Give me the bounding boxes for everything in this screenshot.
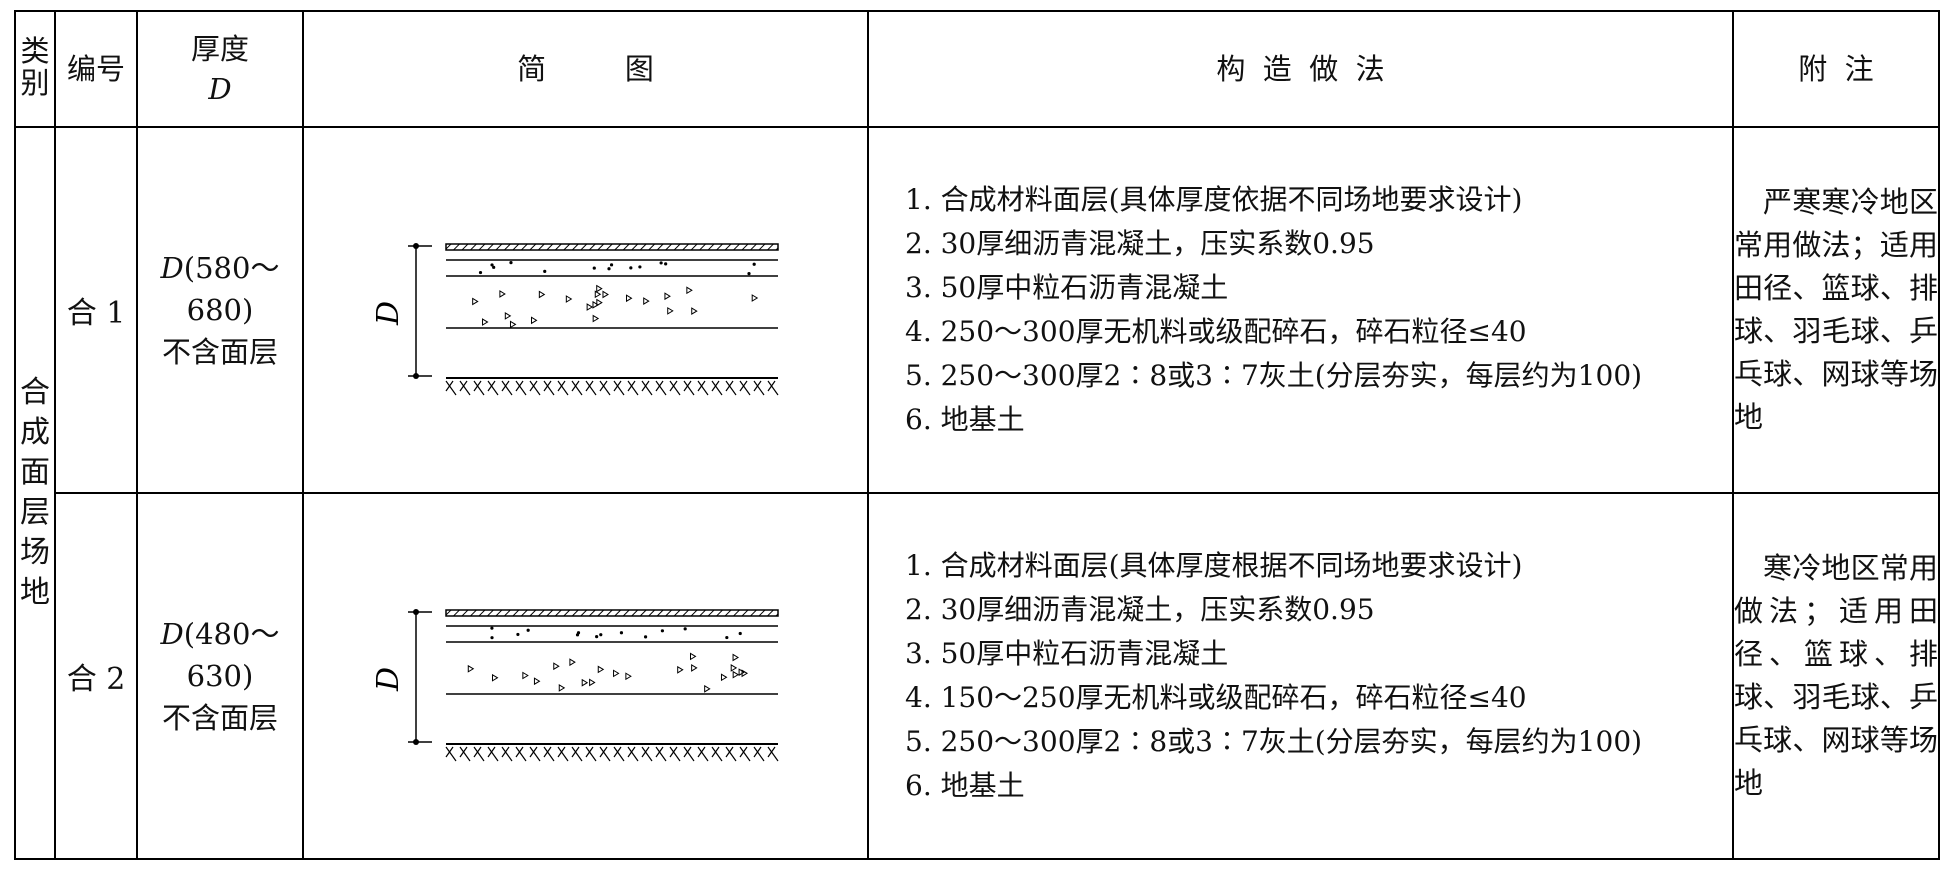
section-diagram: D (371, 609, 779, 762)
thickness-note: 不含面层 (161, 335, 278, 369)
diagram-cell: D (302, 126, 869, 494)
thickness-cell: D(480～630) 不含面层 (136, 492, 304, 860)
ground-hatch (445, 746, 778, 762)
step-item: 6. 地基土 (905, 403, 1025, 436)
note-cell: 严寒寒冷地区常用做法；适用田径、篮球、排球、羽毛球、乒乓球、网球等场地 (1732, 126, 1940, 494)
diagram-cell: D (302, 492, 869, 860)
step-item: 2. 30厚细沥青混凝土，压实系数0.95 (905, 227, 1375, 260)
table-row: 合 2 D(480～630) 不含面层 D 1. 合成材料面层(具体厚度根据不同… (15, 492, 1940, 860)
step-item: 5. 250～300厚2∶8或3∶7灰土(分层夯实，每层约为100) (905, 725, 1643, 758)
steps-cell: 1. 合成材料面层(具体厚度依据不同场地要求设计) 2. 30厚细沥青混凝土，压… (867, 126, 1734, 494)
thickness-range: D(480～630) (160, 617, 280, 693)
category-cell: 合成面层场地 (14, 126, 56, 860)
step-item: 3. 50厚中粒石沥青混凝土 (905, 271, 1229, 304)
thickness-range: D(580～680) (160, 251, 280, 327)
header-diagram: 简 图 (302, 10, 869, 128)
thickness-note: 不含面层 (161, 701, 278, 735)
steps-cell: 1. 合成材料面层(具体厚度根据不同场地要求设计) 2. 30厚细沥青混凝土，压… (867, 492, 1734, 860)
header-thickness: 厚度 D (136, 10, 304, 128)
header-method: 构造做法 (867, 10, 1734, 128)
thickness-cell: D(580～680) 不含面层 (136, 126, 304, 494)
note-cell: 寒冷地区常用做法；适用田径、篮球、排球、羽毛球、乒乓球、网球等场地 (1732, 492, 1940, 860)
header-note: 附注 (1732, 10, 1940, 128)
code-cell: 合 1 (54, 126, 138, 494)
section-diagram: D (371, 243, 779, 396)
dimension-label: D (376, 301, 406, 326)
step-item: 1. 合成材料面层(具体厚度根据不同场地要求设计) (905, 549, 1523, 582)
header-code: 编号 (54, 10, 138, 128)
table-row: 合成面层场地 合 1 D(580～680) 不含面层 D 1. 合成材料面层(具… (14, 126, 1940, 860)
construction-table: 类别 编号 厚度 D 简 图 构造做法 附注 合成面层场地 合 1 D(580～… (14, 10, 1940, 860)
step-item: 4. 150～250厚无机料或级配碎石，碎石粒径≤40 (905, 681, 1527, 714)
step-item: 6. 地基土 (905, 769, 1025, 802)
step-item: 2. 30厚细沥青混凝土，压实系数0.95 (905, 593, 1375, 626)
code-cell: 合 2 (54, 492, 138, 860)
surface-layer (444, 243, 779, 251)
surface-layer (444, 609, 779, 617)
dimension-label: D (376, 667, 406, 692)
header-thickness-label: 厚度 (190, 32, 249, 66)
step-item: 3. 50厚中粒石沥青混凝土 (905, 637, 1229, 670)
step-item: 4. 250～300厚无机料或级配碎石，碎石粒径≤40 (905, 315, 1527, 348)
aggregate-marks (471, 261, 758, 329)
header-row: 类别 编号 厚度 D 简 图 构造做法 附注 (14, 10, 1940, 128)
header-thickness-symbol: D (208, 72, 232, 106)
step-item: 1. 合成材料面层(具体厚度依据不同场地要求设计) (905, 183, 1523, 216)
step-item: 5. 250～300厚2∶8或3∶7灰土(分层夯实，每层约为100) (905, 359, 1643, 392)
header-category: 类别 (14, 10, 56, 128)
ground-hatch (445, 380, 778, 396)
aggregate-marks (467, 626, 748, 693)
